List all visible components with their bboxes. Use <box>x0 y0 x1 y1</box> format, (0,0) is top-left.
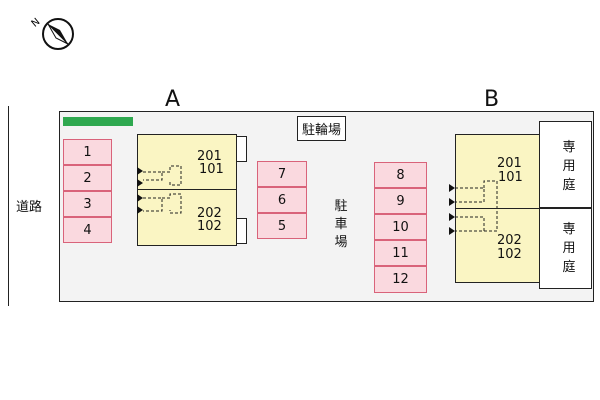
parking-space: 12 <box>374 266 427 293</box>
entrance-arrow-icon <box>449 227 455 235</box>
parking-space: 11 <box>374 240 427 266</box>
unit-number: 202 <box>197 206 222 221</box>
unit-number: 101 <box>498 170 523 185</box>
building-a-door-lower <box>236 218 247 244</box>
entrance-arrow-icon <box>137 179 143 187</box>
parking-space: 4 <box>63 217 112 243</box>
building-a <box>137 134 237 246</box>
building-a-label: A <box>165 87 181 112</box>
bicycle-parking-label: 駐輪場 <box>297 116 347 141</box>
parking-space: 7 <box>257 161 307 187</box>
parking-space: 5 <box>257 213 307 239</box>
building-b-divider <box>455 208 567 209</box>
entrance-arrow-icon <box>137 206 143 214</box>
parking-space: 10 <box>374 214 427 240</box>
private-garden-lower <box>539 208 592 289</box>
private-garden-label: 専用庭 <box>562 140 576 193</box>
parking-space: 6 <box>257 187 307 213</box>
unit-number: 101 <box>199 162 224 177</box>
entrance-arrow-icon <box>449 198 455 206</box>
building-a-divider <box>137 189 237 190</box>
road-edge-line <box>8 106 9 306</box>
parking-space: 8 <box>374 162 427 188</box>
unit-number: 201 <box>197 149 222 164</box>
entrance-arrow-icon <box>137 167 143 175</box>
entrance-arrow-icon <box>449 184 455 192</box>
building-b-label: B <box>484 87 500 112</box>
private-garden-label: 専用庭 <box>562 222 576 275</box>
unit-number: 102 <box>197 219 222 234</box>
unit-number: 201 <box>497 156 522 171</box>
parking-space: 3 <box>63 191 112 217</box>
unit-number: 202 <box>497 233 522 248</box>
entrance-arrow-icon <box>449 213 455 221</box>
entrance-arrow-icon <box>137 194 143 202</box>
road-label: 道路 <box>16 200 43 215</box>
unit-number: 102 <box>497 247 522 262</box>
parking-space: 1 <box>63 139 112 165</box>
green-strip <box>63 117 133 126</box>
north-compass-icon: N <box>30 16 74 50</box>
private-garden-upper <box>539 121 592 208</box>
parking-space: 9 <box>374 188 427 214</box>
parking-lot-label: 駐車場 <box>334 199 348 250</box>
parking-space: 2 <box>63 165 112 191</box>
building-a-door-upper <box>236 136 247 162</box>
